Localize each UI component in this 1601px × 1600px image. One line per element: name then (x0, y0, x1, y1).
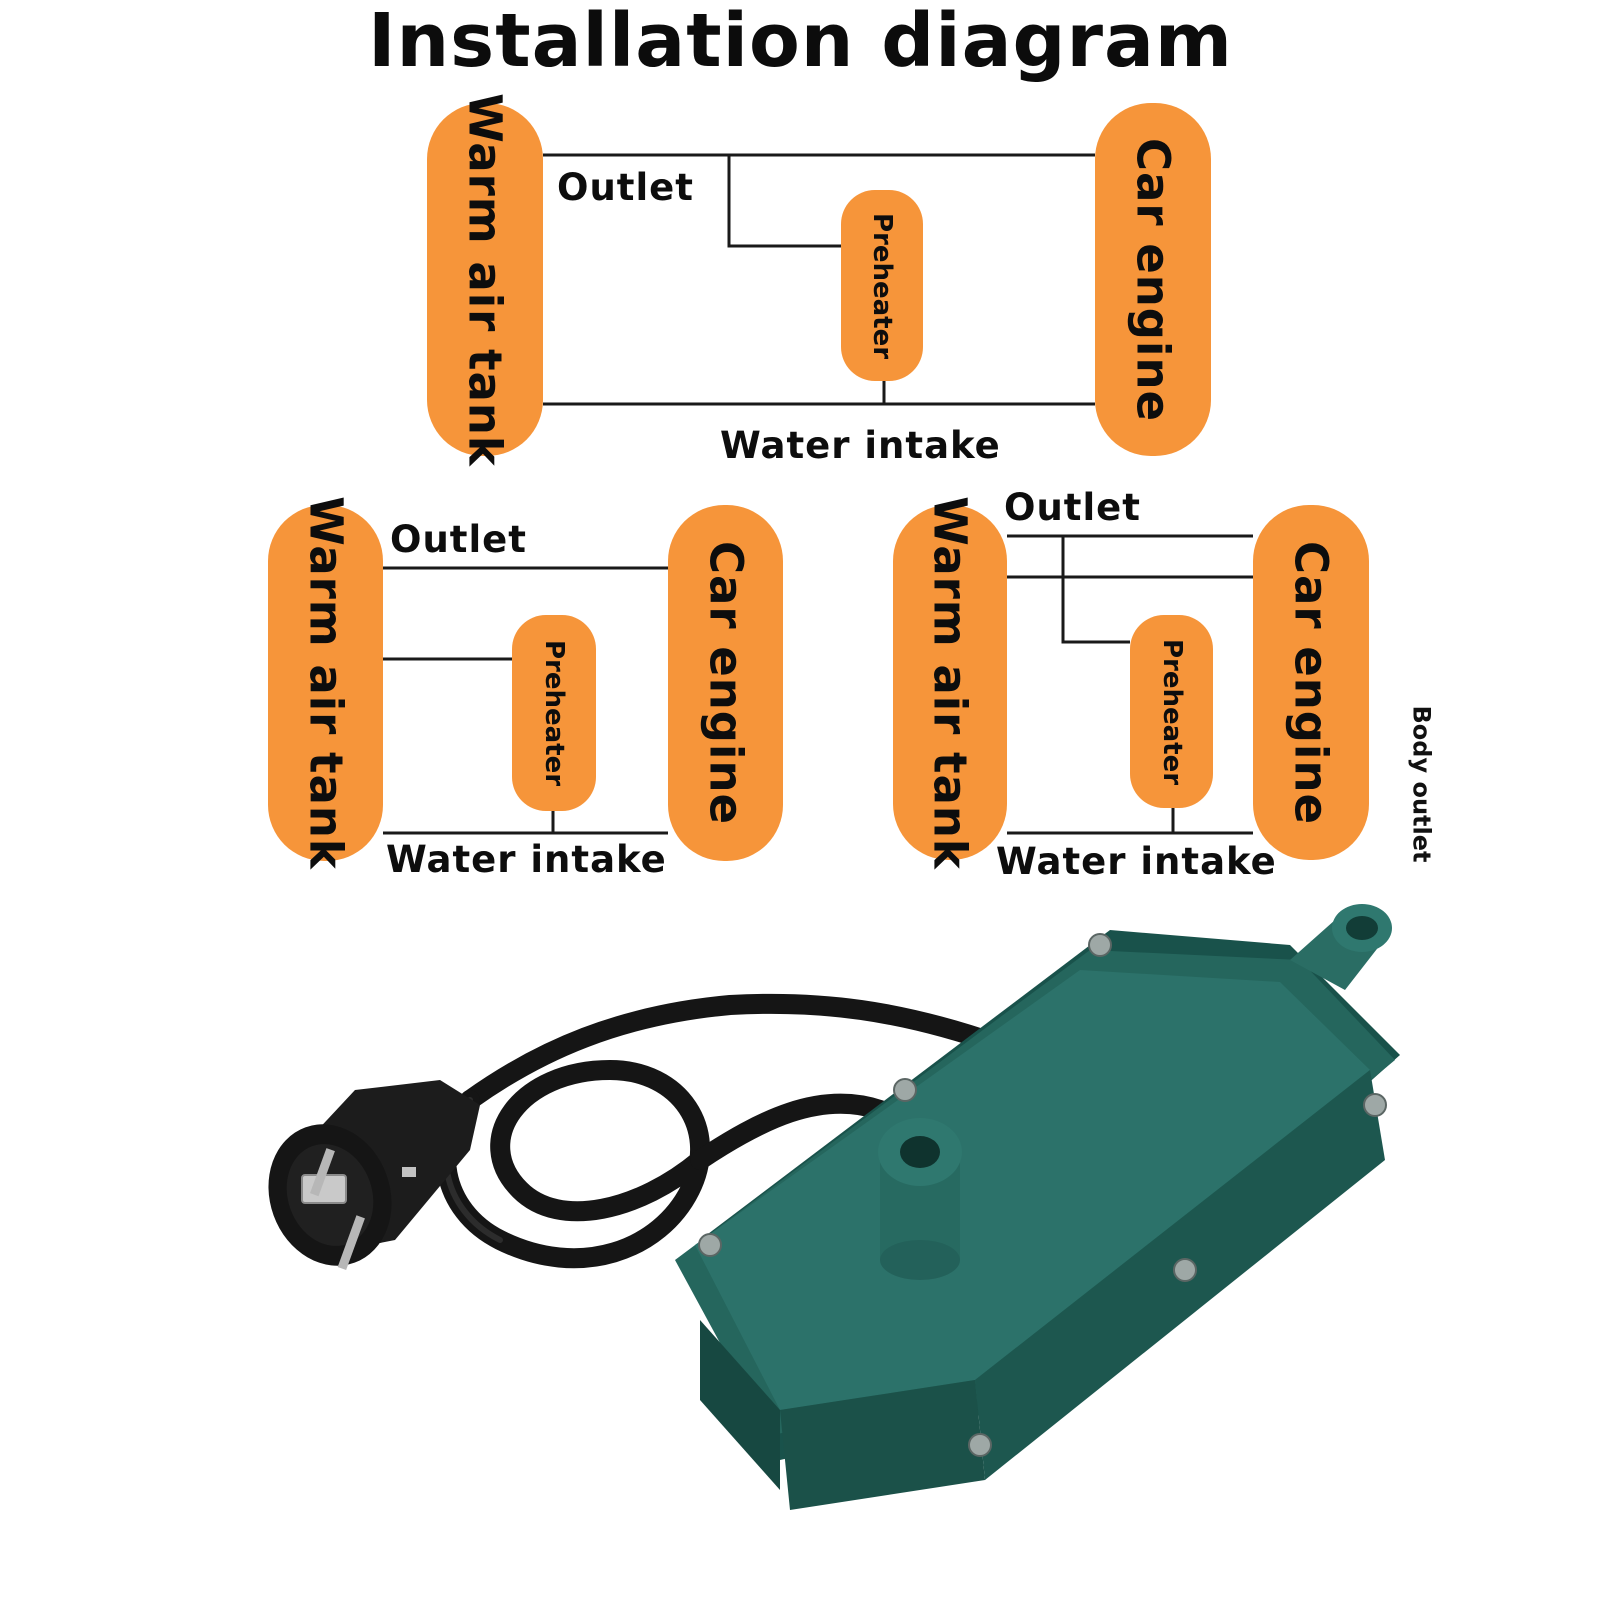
left-water-intake-label: Water intake (386, 838, 667, 881)
left-warm-air-tank-block: Warm air tank (268, 496, 383, 870)
top-car-engine-block: Car engine (1095, 103, 1211, 456)
top-car-engine-label: Car engine (1126, 137, 1180, 422)
left-warm-air-tank-label: Warm air tank (299, 496, 352, 870)
right-car-engine-label: Car engine (1284, 540, 1338, 825)
top-water-intake-label: Water intake (720, 424, 1001, 467)
preheater-unit (675, 904, 1400, 1510)
right-preheater-block: Preheater (1130, 615, 1213, 808)
right-warm-air-tank-label: Warm air tank (923, 495, 977, 870)
top-outlet-label: Outlet (557, 166, 694, 209)
left-preheater-label: Preheater (539, 639, 569, 787)
left-outlet-label: Outlet (390, 518, 527, 561)
left-car-engine-block: Car engine (668, 505, 783, 861)
right-car-engine-block: Car engine (1253, 505, 1369, 860)
top-warm-air-tank-block: Warm air tank (427, 93, 543, 466)
product-photo (268, 904, 1400, 1510)
right-warm-air-tank-block: Warm air tank (893, 496, 1007, 869)
top-warm-air-tank-label: Warm air tank (458, 92, 512, 467)
eu-power-plug-icon (268, 1080, 480, 1271)
top-preheater-block: Preheater (841, 190, 923, 381)
diagram-title: Installation diagram (367, 0, 1234, 84)
right-water-intake-label: Water intake (996, 840, 1277, 883)
left-car-engine-label: Car engine (699, 541, 752, 825)
right-branch-pipe (1061, 536, 1130, 644)
right-body-outlet-label: Body outlet (1407, 705, 1436, 863)
left-preheater-block: Preheater (512, 615, 596, 811)
top-branch-pipe (727, 155, 841, 248)
top-preheater-label: Preheater (867, 212, 897, 359)
right-preheater-label: Preheater (1156, 638, 1187, 785)
right-outlet-label: Outlet (1004, 486, 1141, 529)
